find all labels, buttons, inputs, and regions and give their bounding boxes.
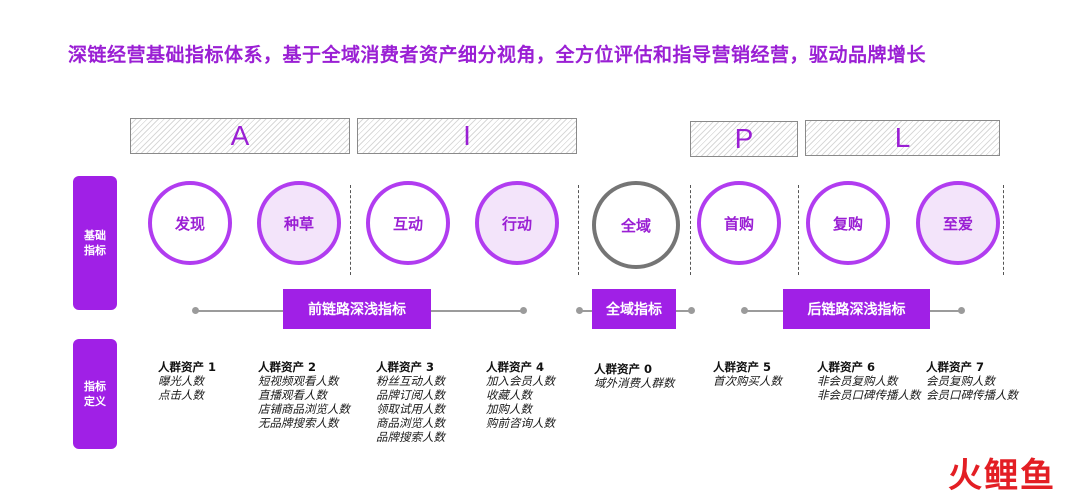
definition-item: 加入会员人数 — [486, 374, 555, 388]
line-end-dot — [576, 307, 583, 314]
chip-front-link: 前链路深浅指标 — [283, 289, 431, 329]
definition-item: 品牌订阅人数 — [376, 388, 445, 402]
definition-head: 人群资产 2 — [258, 360, 317, 374]
line-end-dot — [192, 307, 199, 314]
node-interact: 互动 — [366, 181, 450, 265]
definition-asset-4: 人群资产 4 加入会员人数 收藏人数 加购人数 购前咨询人数 — [486, 360, 555, 430]
node-label: 首购 — [723, 214, 754, 233]
chip-back-link: 后链路深浅指标 — [783, 289, 930, 329]
stage-label: I — [463, 120, 471, 151]
node-discover: 发现 — [148, 181, 232, 265]
node-label: 全域 — [620, 216, 651, 235]
definition-head: 人群资产 0 — [594, 362, 653, 376]
separator-dashed — [578, 185, 579, 275]
line-end-dot — [520, 307, 527, 314]
chip-omni: 全域指标 — [592, 289, 676, 329]
definition-item: 粉丝互动人数 — [376, 374, 445, 388]
brand-logo: 火鲤鱼 — [948, 456, 1056, 496]
definition-head: 人群资产 7 — [926, 360, 985, 374]
definition-item: 商品浏览人数 — [376, 416, 445, 430]
side-label-definition-text: 指标 定义 — [84, 380, 106, 408]
definition-item: 会员复购人数 — [926, 374, 995, 388]
definition-asset-6: 人群资产 6 非会员复购人数 非会员口碑传播人数 — [817, 360, 921, 402]
definition-head: 人群资产 6 — [817, 360, 876, 374]
definition-asset-0: 人群资产 0 域外消费人群数 — [594, 362, 675, 390]
definition-asset-5: 人群资产 5 首次购买人数 — [713, 360, 782, 388]
node-first-purchase: 首购 — [697, 181, 781, 265]
definition-item: 会员口碑传播人数 — [926, 388, 1018, 402]
definition-asset-2: 人群资产 2 短视频观看人数 直播观看人数 店铺商品浏览人数 无品牌搜索人数 — [258, 360, 350, 430]
definition-asset-1: 人群资产 1 曝光人数 点击人数 — [158, 360, 216, 402]
node-label: 互动 — [392, 214, 423, 233]
definition-item: 无品牌搜索人数 — [258, 416, 339, 430]
line-end-dot — [688, 307, 695, 314]
side-label-basic: 基础 指标 — [73, 176, 117, 310]
separator-dashed — [1003, 185, 1004, 275]
node-repurchase: 复购 — [806, 181, 890, 265]
definition-item: 非会员口碑传播人数 — [817, 388, 921, 402]
stage-box-p: P — [690, 121, 798, 157]
node-label: 至爱 — [942, 214, 973, 233]
definition-item: 购前咨询人数 — [486, 416, 555, 430]
separator-dashed — [798, 185, 799, 275]
definition-item: 品牌搜索人数 — [376, 430, 445, 444]
chip-label: 后链路深浅指标 — [807, 302, 906, 318]
definition-head: 人群资产 5 — [713, 360, 772, 374]
separator-dashed — [350, 185, 351, 275]
stage-box-a: A — [130, 118, 350, 154]
stage-label: A — [230, 120, 250, 151]
page-title: 深链经营基础指标体系，基于全域消费者资产细分视角，全方位评估和指导营销经营，驱动… — [68, 44, 927, 66]
chip-label: 前链路深浅指标 — [308, 302, 406, 318]
line-end-dot — [741, 307, 748, 314]
definition-item: 收藏人数 — [486, 388, 532, 402]
node-action: 行动 — [475, 181, 559, 265]
node-label: 发现 — [174, 214, 205, 233]
stage-label: L — [894, 122, 911, 153]
side-label-basic-text: 基础 指标 — [84, 229, 106, 257]
node-label: 种草 — [283, 214, 314, 233]
node-label: 行动 — [501, 214, 532, 233]
definition-item: 曝光人数 — [158, 374, 204, 388]
definition-item: 域外消费人群数 — [594, 376, 675, 390]
definition-item: 非会员复购人数 — [817, 374, 898, 388]
node-label: 复购 — [832, 214, 863, 233]
definition-head: 人群资产 4 — [486, 360, 545, 374]
definition-head: 人群资产 3 — [376, 360, 435, 374]
stage-box-i: I — [357, 118, 577, 154]
definition-item: 短视频观看人数 — [258, 374, 339, 388]
definition-item: 领取试用人数 — [376, 402, 445, 416]
definition-item: 点击人数 — [158, 388, 204, 402]
side-label-definition: 指标 定义 — [73, 339, 117, 449]
definition-item: 加购人数 — [486, 402, 532, 416]
node-seeding: 种草 — [257, 181, 341, 265]
node-omni: 全域 — [592, 181, 680, 269]
line-end-dot — [958, 307, 965, 314]
stage-label: P — [734, 123, 754, 154]
stage-box-l: L — [805, 120, 1000, 156]
node-loyal: 至爱 — [916, 181, 1000, 265]
chip-label: 全域指标 — [606, 302, 662, 318]
definition-item: 店铺商品浏览人数 — [258, 402, 350, 416]
separator-dashed — [690, 185, 691, 275]
definition-item: 首次购买人数 — [713, 374, 782, 388]
definition-asset-7: 人群资产 7 会员复购人数 会员口碑传播人数 — [926, 360, 1018, 402]
definition-item: 直播观看人数 — [258, 388, 327, 402]
definition-asset-3: 人群资产 3 粉丝互动人数 品牌订阅人数 领取试用人数 商品浏览人数 品牌搜索人… — [376, 360, 445, 444]
definition-head: 人群资产 1 — [158, 360, 217, 374]
